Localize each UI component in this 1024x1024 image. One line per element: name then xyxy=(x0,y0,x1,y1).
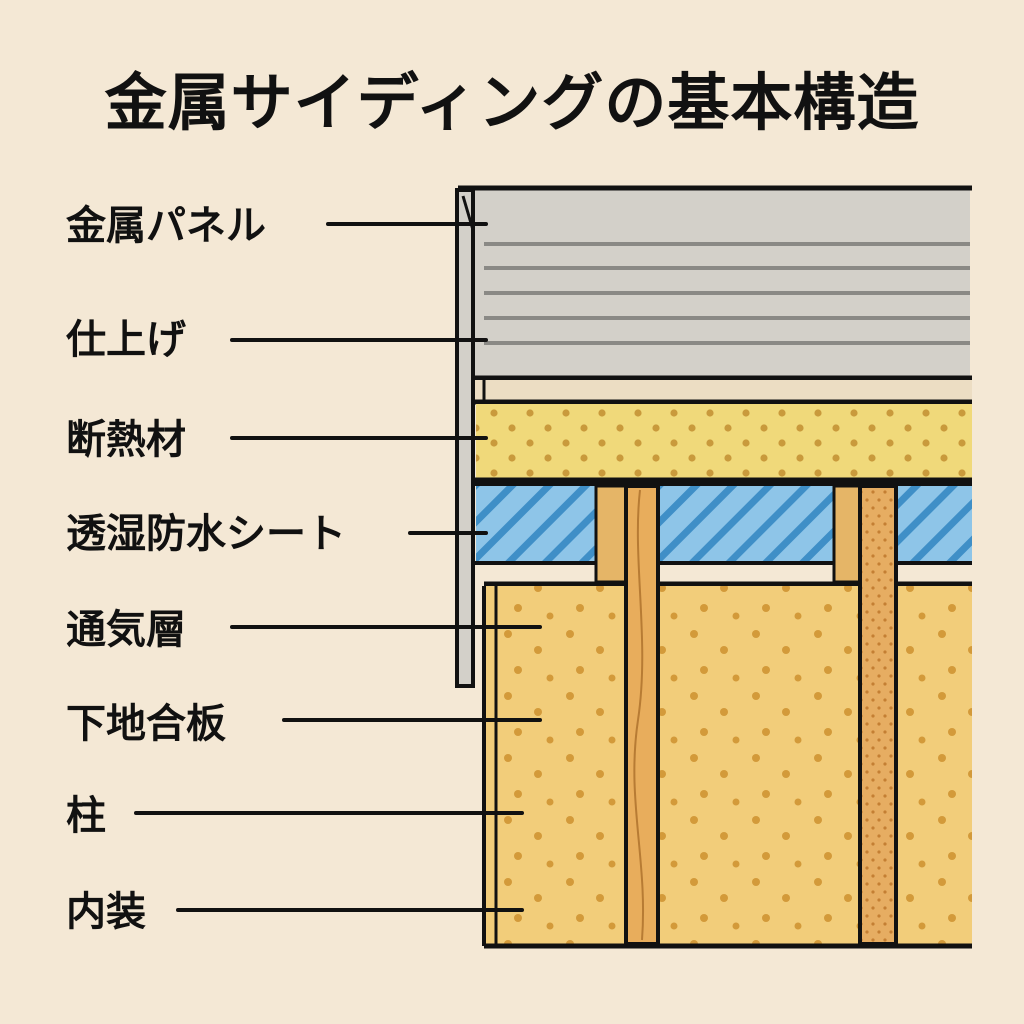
diagram-title: 金属サイディングの基本構造 xyxy=(104,66,920,139)
label-finish: 仕上げ xyxy=(66,317,186,363)
interior-layer xyxy=(482,586,972,949)
ventilation-gap xyxy=(484,566,972,584)
finish-layer xyxy=(474,380,972,405)
wood-column-right xyxy=(858,484,898,946)
leader-lines xyxy=(134,222,542,912)
label-column: 柱 xyxy=(66,793,106,839)
insulation-layer xyxy=(474,404,972,483)
label-insulation: 断熱材 xyxy=(66,417,186,463)
wood-column-left xyxy=(624,484,660,946)
label-metal-panel: 金属パネル xyxy=(66,203,266,249)
label-ventilation-layer: 通気層 xyxy=(66,607,186,653)
label-interior: 内装 xyxy=(66,889,146,935)
label-substrate-plywood: 下地合板 xyxy=(66,701,226,747)
metal-panel-layer xyxy=(458,185,972,381)
label-vapor-permeable-membrane: 透湿防水シート xyxy=(66,511,346,557)
